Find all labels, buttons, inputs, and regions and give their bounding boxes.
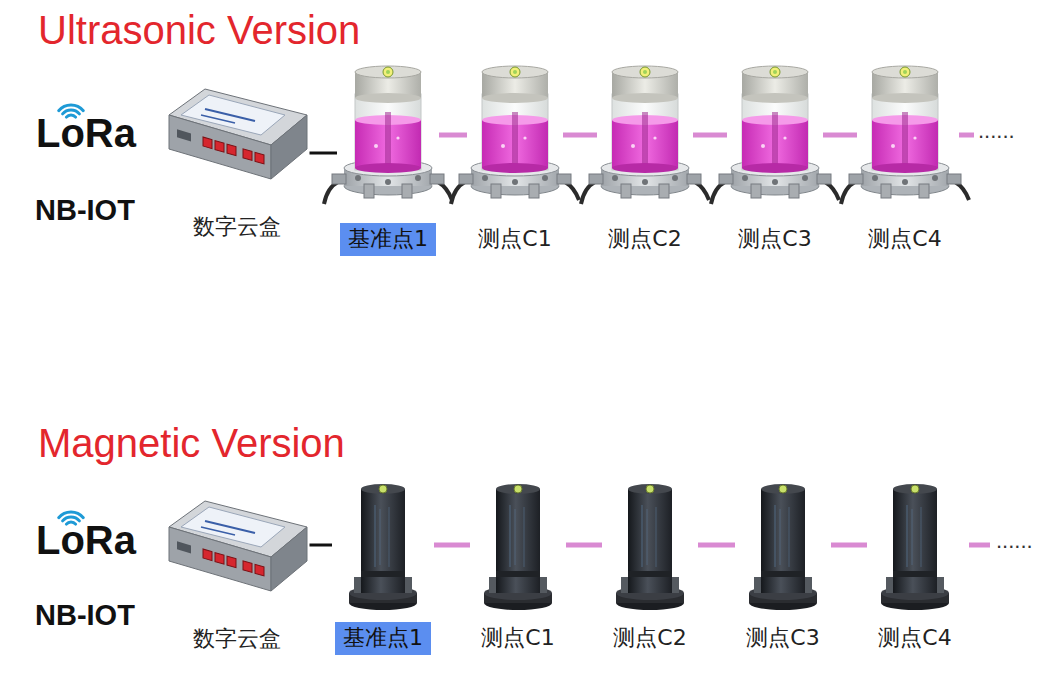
- pipe-continuation: [959, 133, 974, 138]
- settlement-sensor: 测点C3: [735, 485, 831, 655]
- cloud-box-device: 数字云盒: [165, 75, 310, 244]
- ultrasonic-sensor: [581, 66, 709, 204]
- device-caption: 测点C4: [870, 622, 959, 655]
- continuation-dots: ......: [978, 120, 1015, 142]
- settlement-sensor: 基准点1: [332, 485, 434, 655]
- picture-space: [332, 485, 434, 622]
- connector-line: [439, 133, 467, 138]
- connector-line: [566, 543, 602, 548]
- section-heading: Magnetic Version: [38, 423, 345, 463]
- picture-space: [165, 75, 310, 211]
- picture-space: [470, 485, 566, 622]
- cloud-box-device: 数字云盒: [165, 487, 310, 656]
- connector-line: [693, 133, 727, 138]
- settlement-sensor: 测点C2: [597, 68, 693, 256]
- cloud-box-picture: [169, 89, 307, 179]
- settlement-sensor: 测点C4: [857, 68, 953, 256]
- picture-space: [602, 485, 698, 622]
- reference-point-caption: 基准点1: [335, 622, 431, 655]
- settlement-sensor: 基准点1: [337, 68, 439, 256]
- connector-line: [831, 543, 867, 548]
- device-caption: 测点C2: [605, 622, 694, 655]
- magnetic-sensor: [616, 484, 684, 610]
- device-caption: 测点C4: [860, 223, 949, 256]
- settlement-sensor: 测点C3: [727, 68, 823, 256]
- picture-space: [597, 68, 693, 223]
- device-caption: 测点C1: [473, 622, 562, 655]
- settlement-sensor: 测点C2: [602, 485, 698, 655]
- device-caption: 测点C3: [730, 223, 819, 256]
- ultrasonic-sensor: [841, 66, 969, 204]
- device-caption: 测点C1: [470, 223, 559, 256]
- picture-space: [867, 485, 963, 622]
- device-caption: 数字云盒: [185, 623, 289, 656]
- section-heading: Ultrasonic Version: [38, 10, 360, 50]
- device-caption: 测点C2: [600, 223, 689, 256]
- connector-line: [698, 543, 735, 548]
- device-caption: 测点C3: [738, 622, 827, 655]
- network-label: LoRa: [36, 520, 136, 560]
- ultrasonic-sensor: [711, 66, 839, 204]
- ultrasonic-sensor: [451, 66, 579, 204]
- reference-point-caption: 基准点1: [340, 223, 436, 256]
- network-label: LoRa: [36, 113, 136, 153]
- ultrasonic-sensor: [324, 66, 452, 204]
- picture-space: [857, 68, 953, 223]
- cloud-box-picture: [169, 501, 307, 591]
- picture-space: [165, 487, 310, 623]
- magnetic-sensor: [349, 484, 417, 610]
- picture-space: [727, 68, 823, 223]
- picture-space: [467, 68, 563, 223]
- settlement-sensor: 测点C1: [467, 68, 563, 256]
- network-label: NB-IOT: [35, 601, 135, 630]
- network-label: NB-IOT: [35, 196, 135, 225]
- picture-space: [337, 68, 439, 223]
- picture-space: [735, 485, 831, 622]
- settlement-sensor: 测点C1: [470, 485, 566, 655]
- connector-line: [310, 544, 333, 547]
- connector-line: [434, 543, 470, 548]
- pipe-continuation: [969, 543, 990, 548]
- connector-line: [563, 133, 597, 138]
- connector-line: [823, 133, 857, 138]
- continuation-dots: ......: [996, 530, 1033, 552]
- magnetic-sensor: [484, 484, 552, 610]
- magnetic-sensor: [881, 484, 949, 610]
- connector-line: [310, 152, 338, 155]
- settlement-sensor: 测点C4: [867, 485, 963, 655]
- magnetic-sensor: [749, 484, 817, 610]
- device-caption: 数字云盒: [185, 211, 289, 244]
